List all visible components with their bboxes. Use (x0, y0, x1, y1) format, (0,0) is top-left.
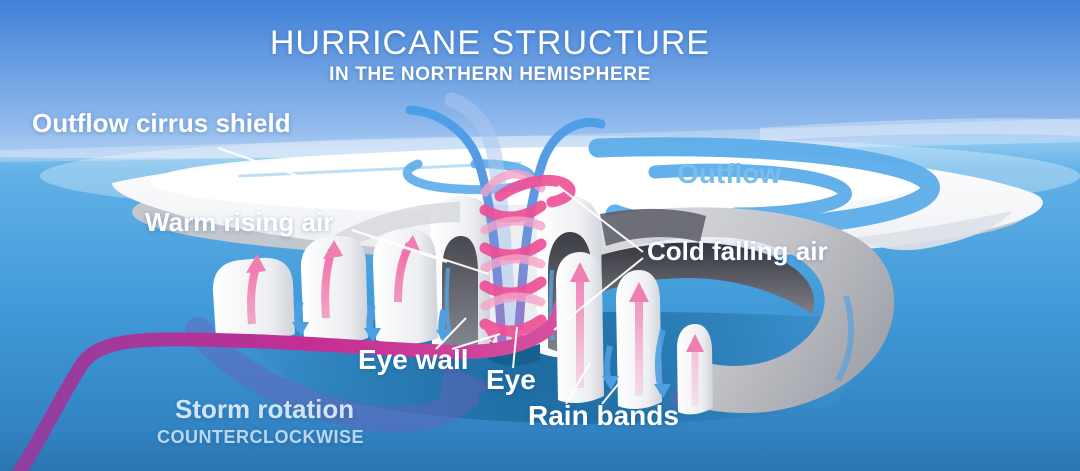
label-eye-wall: Eye wall (358, 344, 469, 375)
label-warm-rising-air: Warm rising air (145, 207, 334, 237)
cold-air-stream (548, 269, 555, 341)
eye-wall-left-arch (442, 236, 478, 349)
horizon-haze-right (760, 118, 1080, 141)
warm-rising-arrows-right (570, 262, 704, 406)
label-cold-falling-air: Cold falling air (647, 236, 828, 266)
cold-sinking-arrows-right (602, 295, 855, 398)
eye-helix (479, 169, 576, 345)
diagram-subtitle: IN THE NORTHERN HEMISPHERE (329, 64, 651, 85)
label-rain-bands: Rain bands (528, 400, 679, 431)
storm-rotation-ribbon (13, 298, 568, 471)
label-counterclockwise: COUNTERCLOCKWISE (157, 427, 364, 447)
label-eye: Eye (486, 364, 536, 395)
rotation-arrow-front (185, 317, 494, 433)
label-outflow-cirrus-shield: Outflow cirrus shield (32, 108, 291, 138)
label-outflow: Outflow (677, 158, 782, 189)
cold-air-stream (444, 267, 452, 335)
label-storm-rotation: Storm rotation (175, 394, 355, 424)
cloud-band-under-shield (600, 208, 706, 246)
horizon-haze (0, 118, 1080, 162)
diagram-title: HURRICANE STRUCTURE (269, 24, 711, 62)
shield-ramp (330, 202, 460, 250)
cirrus-scallop (855, 211, 1012, 251)
leader-lines (217, 147, 644, 405)
cloud-band-body (570, 207, 895, 413)
cold-sinking-arrows-left (292, 301, 453, 344)
